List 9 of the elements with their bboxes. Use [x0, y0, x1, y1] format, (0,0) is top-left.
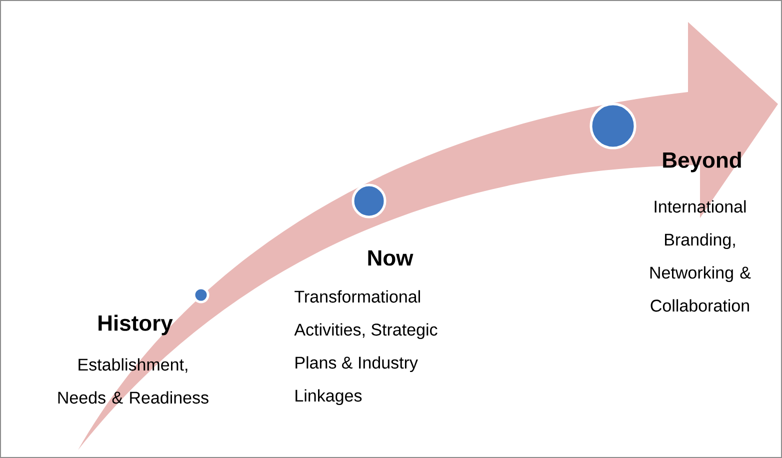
stage-heading: Now — [368, 250, 414, 266]
stage-heading: Beyond — [663, 152, 741, 172]
circle-marker — [590, 102, 636, 150]
circle-marker — [352, 184, 386, 218]
circle-marker — [192, 286, 210, 304]
stage-description: International Branding, Networking & Collaboration — [650, 200, 751, 312]
stage-heading: History — [98, 314, 173, 336]
stage-description: Transformational Activities, Strategic Plans & Industry Linkages — [294, 290, 438, 406]
stage-description: Establishment, Needs & Readiness — [58, 358, 208, 404]
